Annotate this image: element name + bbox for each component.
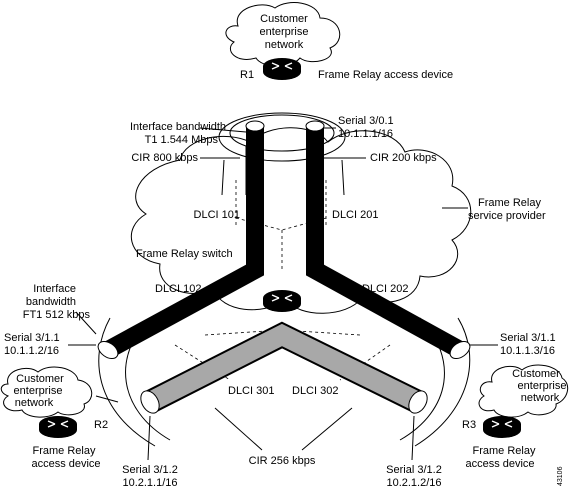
r3-customer-cloud (478, 364, 569, 418)
pvc-r1-r3 (305, 120, 471, 360)
r3-serial-a-line2: 10.1.1.3/16 (500, 345, 555, 357)
r3-role-line2: access device (465, 458, 534, 470)
dlci-302: DLCI 302 (292, 385, 338, 397)
pvc-r2-r3 (140, 321, 428, 414)
r1-bandwidth-line1: Interface bandwidth (130, 121, 226, 133)
r1-router-icon (262, 57, 302, 81)
r3-serial-b-line2: 10.2.1.2/16 (386, 477, 441, 489)
r2-cloud-line2: enterprise (14, 385, 63, 397)
dlci-101: DLCI 101 (194, 209, 240, 221)
provider-label-line2: service provider (468, 210, 546, 222)
r2-cloud-line1: Customer (16, 373, 64, 385)
r1-cloud-line2: enterprise (260, 26, 309, 38)
callout-lines (68, 127, 498, 461)
r3-role-line1: Frame Relay (473, 445, 536, 457)
r2-serial-b-line1: Serial 3/1.2 (122, 464, 178, 476)
r2-label: R2 (94, 419, 108, 431)
r2-bandwidth-line3: FT1 512 kbps (23, 309, 91, 321)
r2-customer-cloud (0, 366, 93, 418)
cir-bottom: CIR 256 kbps (249, 455, 316, 467)
r1-customer-cloud (225, 2, 341, 67)
r3-serial-a-line1: Serial 3/1.1 (500, 332, 556, 344)
r2-role-line1: Frame Relay (33, 445, 96, 457)
r2-serial-b-line2: 10.2.1.1/16 (122, 477, 177, 489)
switch-router-icon (262, 289, 302, 313)
figure-id: 43106 (557, 466, 564, 486)
r2-bandwidth-line2: bandwidth (26, 296, 76, 308)
pvc-r1-r2 (97, 120, 265, 360)
r2-bandwidth-line1: Interface (33, 283, 76, 295)
r2-router-icon (38, 415, 78, 439)
dlci-202: DLCI 202 (362, 283, 408, 295)
cir-left: CIR 800 kbps (131, 152, 198, 164)
r1-serial-line1: Serial 3/0.1 (338, 115, 394, 127)
dlci-301: DLCI 301 (228, 385, 274, 397)
dlci-102: DLCI 102 (155, 283, 201, 295)
r3-label: R3 (462, 419, 476, 431)
dlci-201: DLCI 201 (332, 209, 378, 221)
r1-label: R1 (240, 69, 254, 81)
r2-serial-a-line1: Serial 3/1.1 (4, 332, 60, 344)
provider-label-line1: Frame Relay (478, 197, 541, 209)
r1-serial-line2: 10.1.1.1/16 (338, 128, 393, 140)
r3-cloud-line3: network (521, 392, 560, 404)
r2-cloud-line3: network (15, 397, 54, 409)
r2-role-line2: access device (31, 458, 100, 470)
r3-cloud-line1: Customer (512, 368, 560, 380)
r3-serial-b-line1: Serial 3/1.2 (386, 464, 442, 476)
r1-bandwidth-line2: T1 1.544 Mbps (145, 134, 219, 146)
cir-right: CIR 200 kbps (370, 152, 437, 164)
r1-cloud-line3: network (265, 39, 304, 51)
r1-cloud-line1: Customer (260, 13, 308, 25)
switch-label: Frame Relay switch (136, 248, 233, 260)
r3-cloud-line2: enterprise (518, 380, 567, 392)
r3-router-icon (482, 415, 522, 439)
r2-serial-a-line2: 10.1.1.2/16 (4, 345, 59, 357)
r1-role: Frame Relay access device (318, 69, 453, 81)
